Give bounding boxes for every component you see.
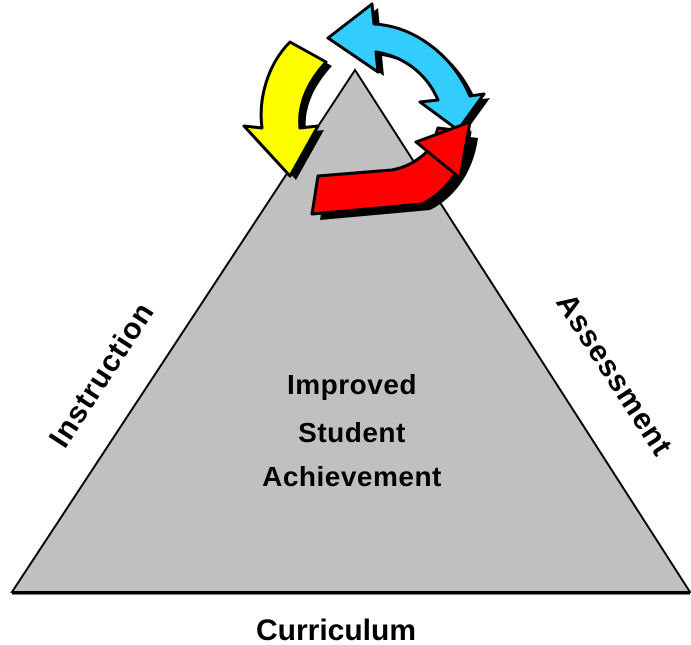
center-label-line2: Student [298, 417, 406, 448]
cycle-arrows-icon [242, 2, 490, 220]
center-label-line1: Improved [287, 369, 417, 400]
bottom-label: Curriculum [256, 614, 416, 645]
yellow-arrow-icon [242, 40, 332, 180]
red-arrow-icon [310, 120, 478, 220]
cyan-arrow-icon [326, 2, 490, 134]
center-label-line3: Achievement [262, 461, 442, 492]
